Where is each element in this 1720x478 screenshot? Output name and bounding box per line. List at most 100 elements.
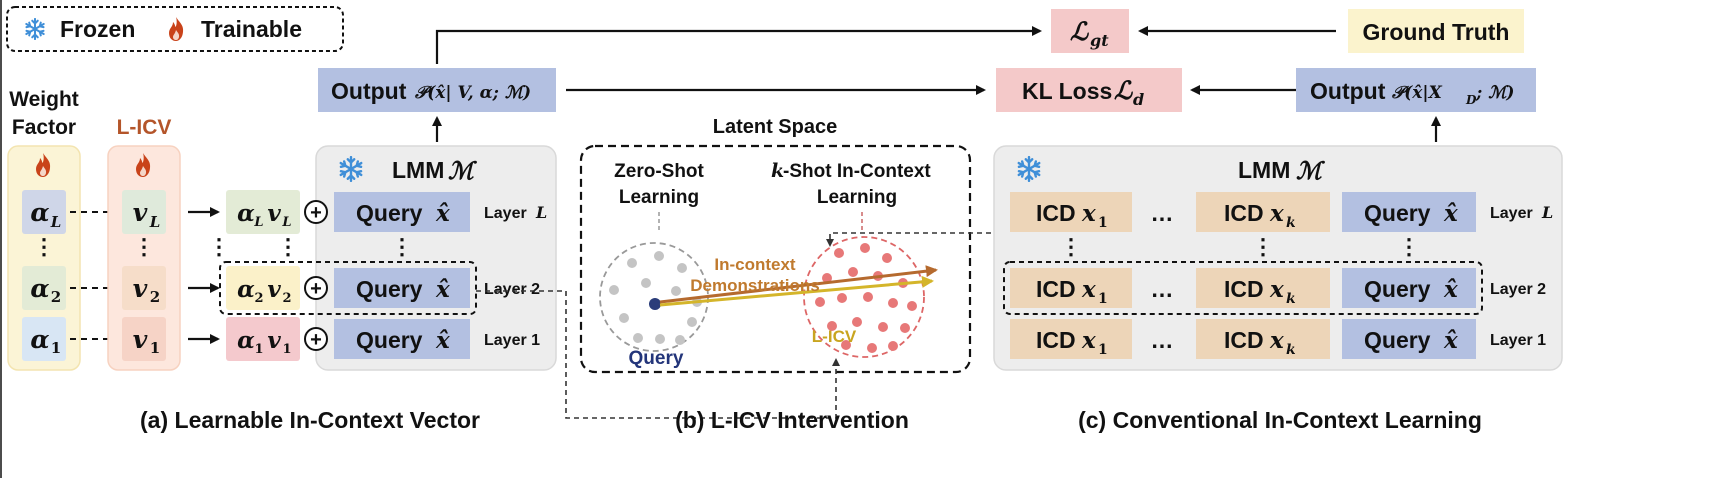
alpha-L-sub: L (50, 213, 62, 231)
plus-sign: + (310, 202, 322, 224)
v-1-box (122, 317, 166, 361)
query-var: x̂ (435, 276, 450, 303)
v-2-sub: 2 (150, 288, 160, 306)
v-L-box (122, 190, 166, 234)
ellipsis: … (1151, 276, 1174, 302)
alpha-1-sub: 1 (51, 339, 61, 357)
v-1: v (133, 325, 148, 354)
weight-factor-title-2: Factor (12, 116, 76, 139)
output-c-formula-end: ; ℳ) (1475, 83, 1514, 103)
licv-arrow (659, 275, 934, 307)
icd-sub-k: k (1286, 291, 1296, 307)
zero-shot-label-2: Learning (619, 187, 699, 208)
layer-1-label: Layer 1 (484, 332, 540, 349)
kl-loss-var: ℒ (1114, 76, 1133, 105)
top-losses: ℒ gt Ground Truth KL Loss ℒ d (435, 9, 1524, 112)
licv-title: L-ICV (117, 116, 172, 139)
query-point-label: Query (629, 348, 684, 369)
query-point (649, 298, 661, 310)
icl-row-2: ICD x 1 … ICD x k Query x̂ Layer 2 (1010, 268, 1546, 308)
icd-var: x (1269, 200, 1284, 227)
plus-circles: + + + (304, 200, 328, 351)
output-box-a (318, 68, 556, 112)
query-label: Query (356, 200, 423, 226)
alpha2-v2-alpha: α (237, 276, 255, 303)
plus-sign: + (310, 329, 322, 351)
alphaL-vL-v: v (267, 200, 281, 227)
icd-label: ICD (1036, 200, 1076, 226)
vdots: ⋮ (33, 234, 55, 260)
query-label: Query (356, 327, 423, 353)
v-L-sub: L (149, 213, 161, 231)
alpha1-v1-v: v (267, 327, 281, 354)
vdots: ⋮ (1398, 234, 1420, 260)
incontext-label-2: Demonstrations (690, 276, 819, 295)
icd-var: x (1081, 327, 1096, 354)
query-var: x̂ (1443, 276, 1458, 303)
layer-2-highlight (219, 261, 477, 315)
output-c-formula-sub: D (1465, 93, 1477, 107)
alphaL-vL-alpha-sub: L (253, 215, 263, 230)
v-2: v (133, 274, 148, 303)
vdots: ⋮ (277, 234, 299, 260)
flame-icon (169, 17, 184, 41)
alphaL-vL-box (226, 190, 300, 234)
alpha-1: α (30, 325, 49, 354)
alpha1-v1-v-sub: 1 (282, 342, 291, 357)
output-label: Output (331, 78, 407, 104)
icd-label: ICD (1224, 200, 1264, 226)
panel-c: Output 𝒫(x̂|X D ; ℳ) LMM ℳ ICD x 1 … ICD… (993, 68, 1563, 433)
output-c-formula: 𝒫(x̂|X (1391, 83, 1443, 103)
licv-arrow-label: L-ICV (812, 327, 857, 346)
vdots: ⋮ (1252, 234, 1274, 260)
legend-trainable-label: Trainable (201, 16, 302, 42)
query-var: x̂ (1443, 200, 1458, 227)
legend-frozen-label: Frozen (60, 16, 135, 42)
lgt-label: ℒ (1070, 17, 1089, 46)
v-L: v (133, 198, 148, 227)
layer2-to-latent-connector (476, 290, 840, 419)
icl-row-L: ICD x 1 … ICD x k Query x̂ Layer L (1010, 192, 1553, 232)
alpha-1-box (22, 317, 66, 361)
alpha-L: α (30, 198, 49, 227)
query-box-L (334, 192, 470, 232)
ground-truth-label: Ground Truth (1363, 19, 1510, 45)
panel-a: Weight Factor L-ICV α L ⋮ α 2 α 1 v L ⋮ … (7, 68, 557, 433)
alphaL-vL-alpha: α (237, 200, 255, 227)
lgt-box (1051, 9, 1129, 53)
caption-a: (a) Learnable In-Context Vector (140, 407, 480, 433)
query-box-1 (334, 319, 470, 359)
alpha2-v2-box (226, 266, 300, 310)
caption-c: (c) Conventional In-Context Learning (1078, 407, 1482, 433)
legend: Frozen Trainable (6, 6, 344, 52)
icd-label: ICD (1224, 327, 1264, 353)
alpha2-v2-v: v (267, 276, 281, 303)
incontext-label: In-context (714, 255, 796, 274)
latent-space-frame (579, 144, 972, 374)
caption-b: (b) L-ICV Intervention (675, 407, 909, 433)
latent-space-title: Latent Space (713, 116, 837, 138)
alpha1-v1-alpha: α (237, 327, 255, 354)
output-formula: 𝒫(x̂| V, α; ℳ) (414, 83, 531, 103)
layer-L-label: Layer (484, 205, 527, 222)
lmm-c-label: LMM (1238, 157, 1290, 183)
layer-2-label: Layer 2 (484, 281, 540, 298)
lmm-c-var: ℳ (1296, 156, 1326, 185)
icd-var: x (1081, 200, 1096, 227)
layer-L-var: L (535, 203, 547, 222)
query-var: x̂ (435, 200, 450, 227)
icd-label: ICD (1036, 276, 1076, 302)
query-label: Query (1364, 276, 1431, 302)
icd-var: x (1081, 276, 1096, 303)
vdots: ⋮ (391, 234, 413, 260)
vdots: ⋮ (133, 234, 155, 260)
vdots: ⋮ (1060, 234, 1082, 260)
alpha2-v2-alpha-sub: 2 (254, 291, 263, 306)
query-var: x̂ (1443, 327, 1458, 354)
icl-row-1: ICD x 1 … ICD x k Query x̂ Layer 1 (1010, 319, 1546, 359)
query-box-2 (334, 268, 470, 308)
kl-loss-box (996, 68, 1182, 112)
layer-2-highlight-c (1003, 261, 1483, 315)
icd-label: ICD (1036, 327, 1076, 353)
v-1-sub: 1 (150, 339, 160, 357)
